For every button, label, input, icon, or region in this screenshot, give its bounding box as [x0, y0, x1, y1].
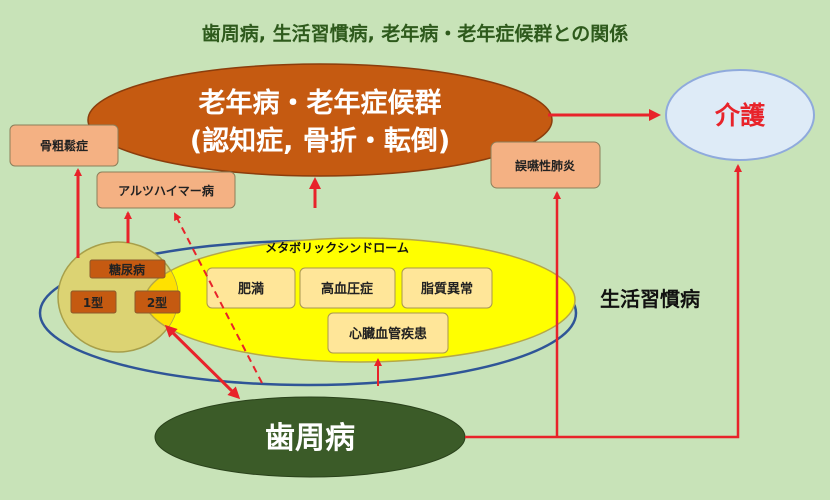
care-ellipse: [665, 69, 815, 161]
cardiovascular-label: 心臓血管疾患: [349, 326, 427, 342]
arrow-periodontal-diabetes-bidirectional: [164, 324, 241, 400]
hypertension-box: 高血圧症: [299, 267, 396, 309]
geriatric-syndrome-ellipse: [87, 63, 553, 177]
diabetes-box: 糖尿病: [89, 259, 166, 279]
diagram-title: 歯周病, 生活習慣病, 老年病・老年症候群との関係: [202, 22, 628, 45]
care-label: 介護: [714, 101, 766, 130]
diabetes-label: 糖尿病: [109, 262, 145, 277]
obesity-box: 肥満: [206, 267, 296, 309]
periodontal-label: 歯周病: [265, 421, 355, 456]
cardiovascular-box: 心臓血管疾患: [327, 312, 449, 354]
osteoporosis-box: 骨粗鬆症: [9, 124, 119, 167]
lifestyle-disease-label: 生活習慣病: [600, 287, 700, 311]
alzheimer-label: アルツハイマー病: [118, 183, 214, 198]
osteoporosis-label: 骨粗鬆症: [40, 138, 88, 153]
aspiration-pneumonia-box: 誤嚥性肺炎: [490, 141, 601, 189]
aspiration-pneumonia-label: 誤嚥性肺炎: [515, 158, 575, 173]
alzheimer-box: アルツハイマー病: [96, 171, 236, 209]
metabolic-syndrome-label: メタボリックシンドローム: [265, 240, 409, 255]
geriatric-line2: (認知症, 骨折・転倒): [190, 125, 450, 157]
arrow-periodontal-to-alzheimer-dashed: [174, 212, 263, 384]
dyslipidemia-label: 脂質異常: [420, 281, 473, 297]
type1-label: 1型: [83, 295, 103, 310]
type2-box: 2型: [134, 290, 181, 314]
dyslipidemia-box: 脂質異常: [401, 267, 493, 309]
obesity-label: 肥満: [238, 281, 264, 297]
type1-box: 1型: [70, 290, 117, 314]
geriatric-line1: 老年病・老年症候群: [199, 87, 442, 119]
type2-label: 2型: [147, 295, 167, 310]
hypertension-label: 高血圧症: [321, 281, 373, 297]
